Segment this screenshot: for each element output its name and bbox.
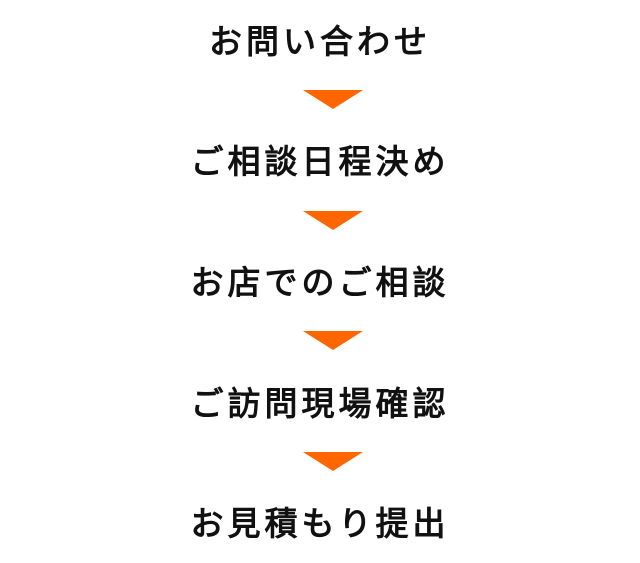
step-schedule-consultation: ご相談日程決め — [190, 142, 450, 181]
down-triangle-icon — [303, 452, 363, 471]
down-triangle-icon — [303, 90, 363, 109]
step-quote-submission: お見積もり提出 — [190, 504, 450, 543]
down-triangle-icon — [303, 211, 363, 230]
step-inquiry: お問い合わせ — [209, 22, 431, 61]
down-triangle-icon — [303, 331, 363, 350]
step-in-store-consultation: お店でのご相談 — [190, 263, 450, 302]
step-site-visit: ご訪問現場確認 — [190, 384, 450, 423]
